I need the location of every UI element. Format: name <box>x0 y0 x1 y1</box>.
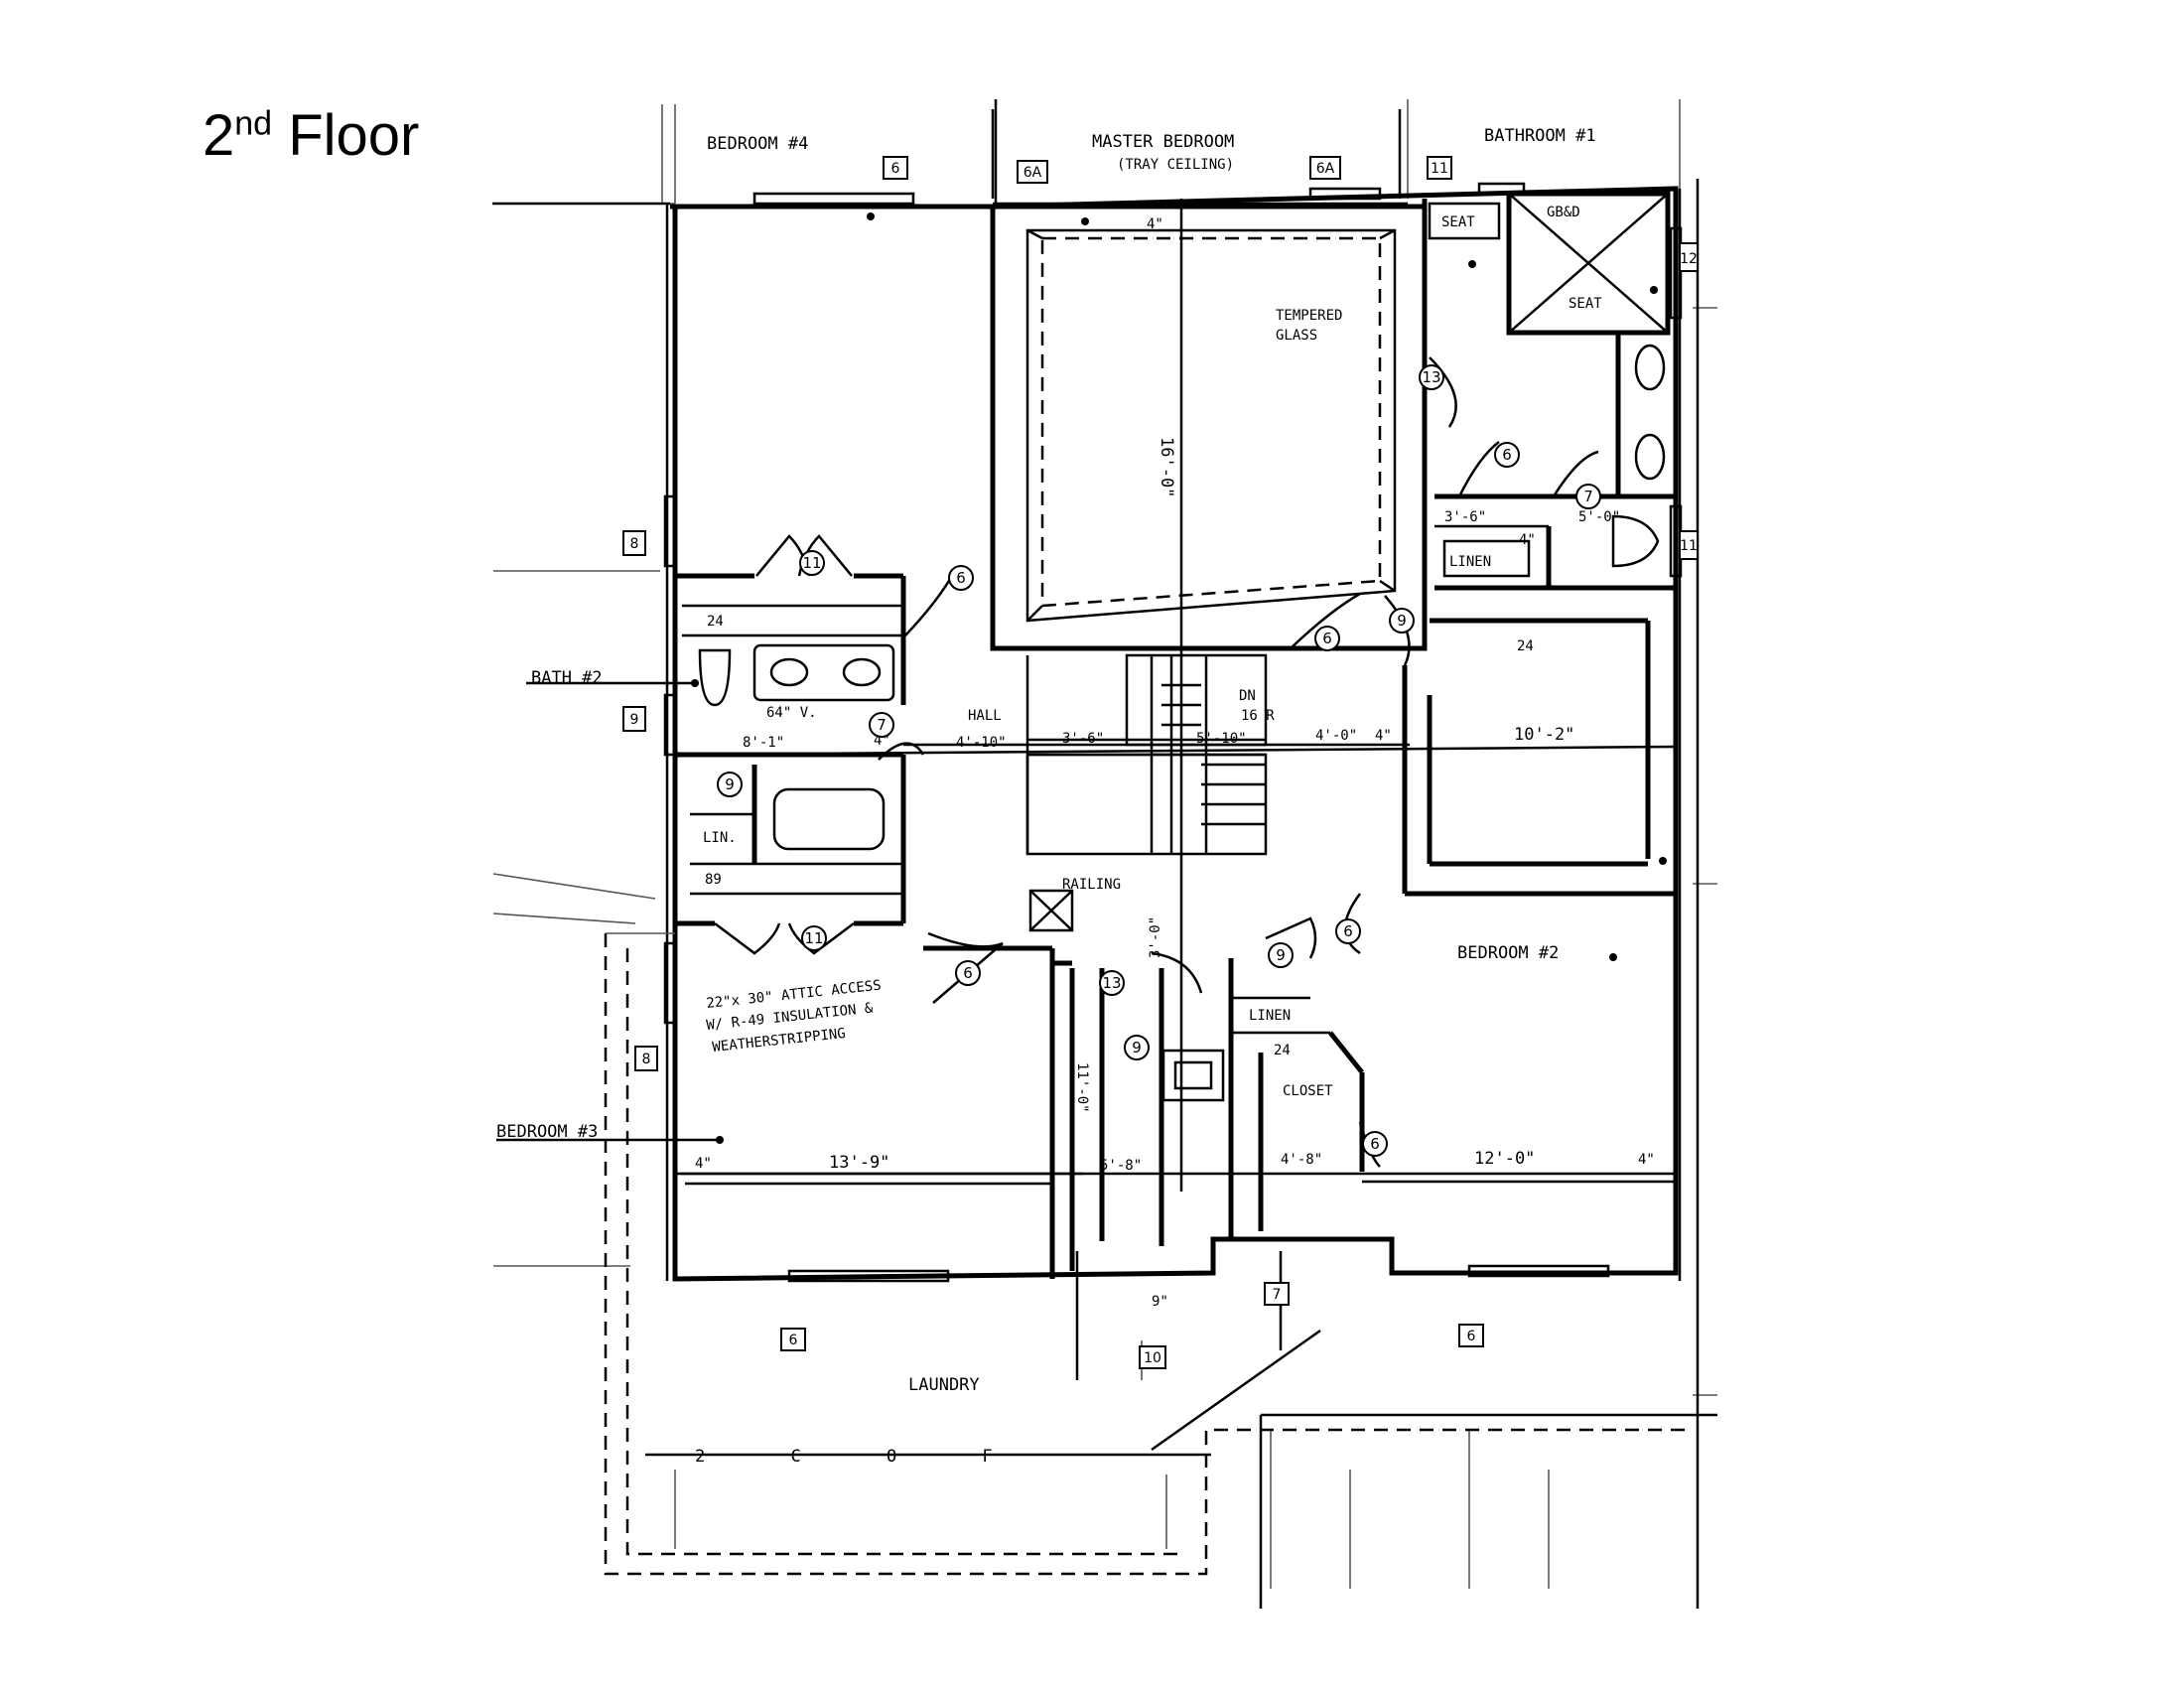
dim-4-8: 4'-8" <box>1281 1152 1322 1168</box>
label-bedroom-3: BEDROOM #3 <box>496 1122 598 1142</box>
label-tempered: TEMPERED <box>1276 308 1342 324</box>
dim-24b: 24 <box>1517 638 1534 654</box>
label-hall: HALL <box>968 708 1002 724</box>
dim-4c: 4" <box>1375 728 1392 744</box>
door-swings <box>714 356 1599 1168</box>
page-title-suffix: nd <box>234 104 273 143</box>
master-bath-walls <box>1422 191 1676 591</box>
dim-5-8: 5'-8" <box>1100 1158 1142 1174</box>
page-title: 2nd Floor <box>203 107 419 165</box>
label-master-bedroom: MASTER BEDROOM <box>1092 132 1234 152</box>
door-tag-5: 6 <box>1322 630 1332 647</box>
page-title-base: 2 <box>203 103 235 168</box>
window-tag-5: 12 <box>1680 251 1698 267</box>
dimension-lines <box>645 109 1700 1609</box>
window-tag-2: 6A <box>1024 165 1042 181</box>
window-tag-8: 8 <box>642 1052 651 1067</box>
label-seat-1: SEAT <box>1441 214 1475 230</box>
bedroom-2-walls <box>1069 618 1676 1271</box>
door-tag-7: 13 <box>1422 368 1440 386</box>
door-tag-11: 9 <box>1276 946 1286 964</box>
label-stair-risers: 16 R <box>1241 708 1275 724</box>
label-closet: CLOSET <box>1283 1083 1333 1099</box>
dim-13-9: 13'-9" <box>829 1153 889 1173</box>
label-bedroom-2: BEDROOM #2 <box>1457 943 1559 963</box>
label-bedroom-4: BEDROOM #4 <box>707 134 808 154</box>
window-tag-9: 6 <box>789 1333 798 1348</box>
label-glass: GLASS <box>1276 328 1317 344</box>
dim-10-2: 10'-2" <box>1514 725 1574 745</box>
window-tag-10: 10 <box>1144 1350 1161 1366</box>
page-title-rest: Floor <box>272 103 420 168</box>
label-bathroom-1: BATHROOM #1 <box>1484 126 1596 146</box>
label-stair-down: DN <box>1239 688 1256 704</box>
door-tag-4: 9 <box>725 775 735 793</box>
dim-4-0: 4'-0" <box>1315 728 1357 744</box>
door-tag-9: 6 <box>1343 922 1353 940</box>
window-tag-6: 8 <box>630 536 639 552</box>
dim-89: 89 <box>705 872 722 888</box>
label-laundry: LAUNDRY <box>908 1375 980 1395</box>
window-tags: 6 6A 6A 11 12 8 9 8 6 10 7 6 11 <box>622 156 1699 1369</box>
windows <box>663 182 1683 1283</box>
door-tag-1: 11 <box>802 554 821 572</box>
window-tag-11: 7 <box>1273 1287 1282 1303</box>
dim-4e: 4" <box>695 1156 712 1172</box>
window-tag-7: 9 <box>630 712 639 728</box>
door-tag-6: 9 <box>1397 612 1407 630</box>
dim-24a: 24 <box>707 614 724 630</box>
dim-4d: 4" <box>1519 532 1536 548</box>
stair-hall <box>903 645 1410 932</box>
door-tag-12: 11 <box>804 929 823 947</box>
label-garage: 2 C O F <box>695 1447 1030 1467</box>
label-railing: RAILING <box>1062 877 1121 893</box>
master-tray-ceiling <box>990 199 1428 1192</box>
window-tag-4: 11 <box>1431 161 1448 177</box>
lower-outline <box>604 932 1717 1609</box>
dim-9: 9" <box>1152 1294 1168 1310</box>
door-tag-2: 6 <box>956 569 966 587</box>
label-glass-block: GB&D <box>1547 205 1580 220</box>
dim-3-0: 3'-0" <box>1148 916 1163 958</box>
window-tag-13: 11 <box>1680 538 1698 554</box>
door-tag-10: 7 <box>1583 488 1593 505</box>
door-tag-3: 7 <box>877 716 887 734</box>
label-bath-2: BATH #2 <box>531 668 603 688</box>
dim-8-1: 8'-1" <box>743 735 784 751</box>
room-labels: BEDROOM #4 MASTER BEDROOM (TRAY CEILING)… <box>496 126 1602 1467</box>
window-tag-12: 6 <box>1467 1329 1476 1344</box>
dim-3-6b: 3'-6" <box>1444 509 1486 525</box>
window-tag-3: 6A <box>1316 161 1335 177</box>
label-seat-2: SEAT <box>1569 296 1602 312</box>
door-tag-14: 13 <box>1102 974 1121 992</box>
dim-5-10: 5'-10" <box>1196 731 1247 747</box>
door-tag-8: 6 <box>1502 446 1512 464</box>
dim-3-6: 3'-6" <box>1062 731 1104 747</box>
dimension-labels: 16'-0" 8'-1" 4'-10" 3'-6" 5'-10" 4'-0" 1… <box>695 216 1655 1310</box>
dim-4-10: 4'-10" <box>956 735 1007 751</box>
label-vanity: 64" V. <box>766 705 817 721</box>
door-tag-13: 6 <box>963 964 973 982</box>
label-linen-1: LINEN <box>1449 554 1491 570</box>
door-tag-15: 9 <box>1132 1039 1142 1056</box>
window-tag-1: 6 <box>891 161 900 177</box>
label-lin: LIN. <box>703 830 737 846</box>
dim-5-0: 5'-0" <box>1578 509 1620 525</box>
label-linen-2: LINEN <box>1249 1008 1291 1024</box>
dim-24c: 24 <box>1274 1043 1291 1058</box>
dim-11-0: 11'-0" <box>1074 1062 1090 1113</box>
dim-4a: 4" <box>1147 216 1163 232</box>
door-tags: 11 6 7 9 6 9 13 6 6 7 9 11 6 13 9 6 <box>717 364 1601 1157</box>
leader-dots <box>496 212 1667 1144</box>
label-tray-ceiling: (TRAY CEILING) <box>1117 157 1234 173</box>
dim-16-0: 16'-0" <box>1157 437 1176 497</box>
door-tag-16: 6 <box>1370 1135 1380 1153</box>
dim-12-0: 12'-0" <box>1474 1149 1535 1169</box>
dim-4f: 4" <box>1638 1152 1655 1168</box>
